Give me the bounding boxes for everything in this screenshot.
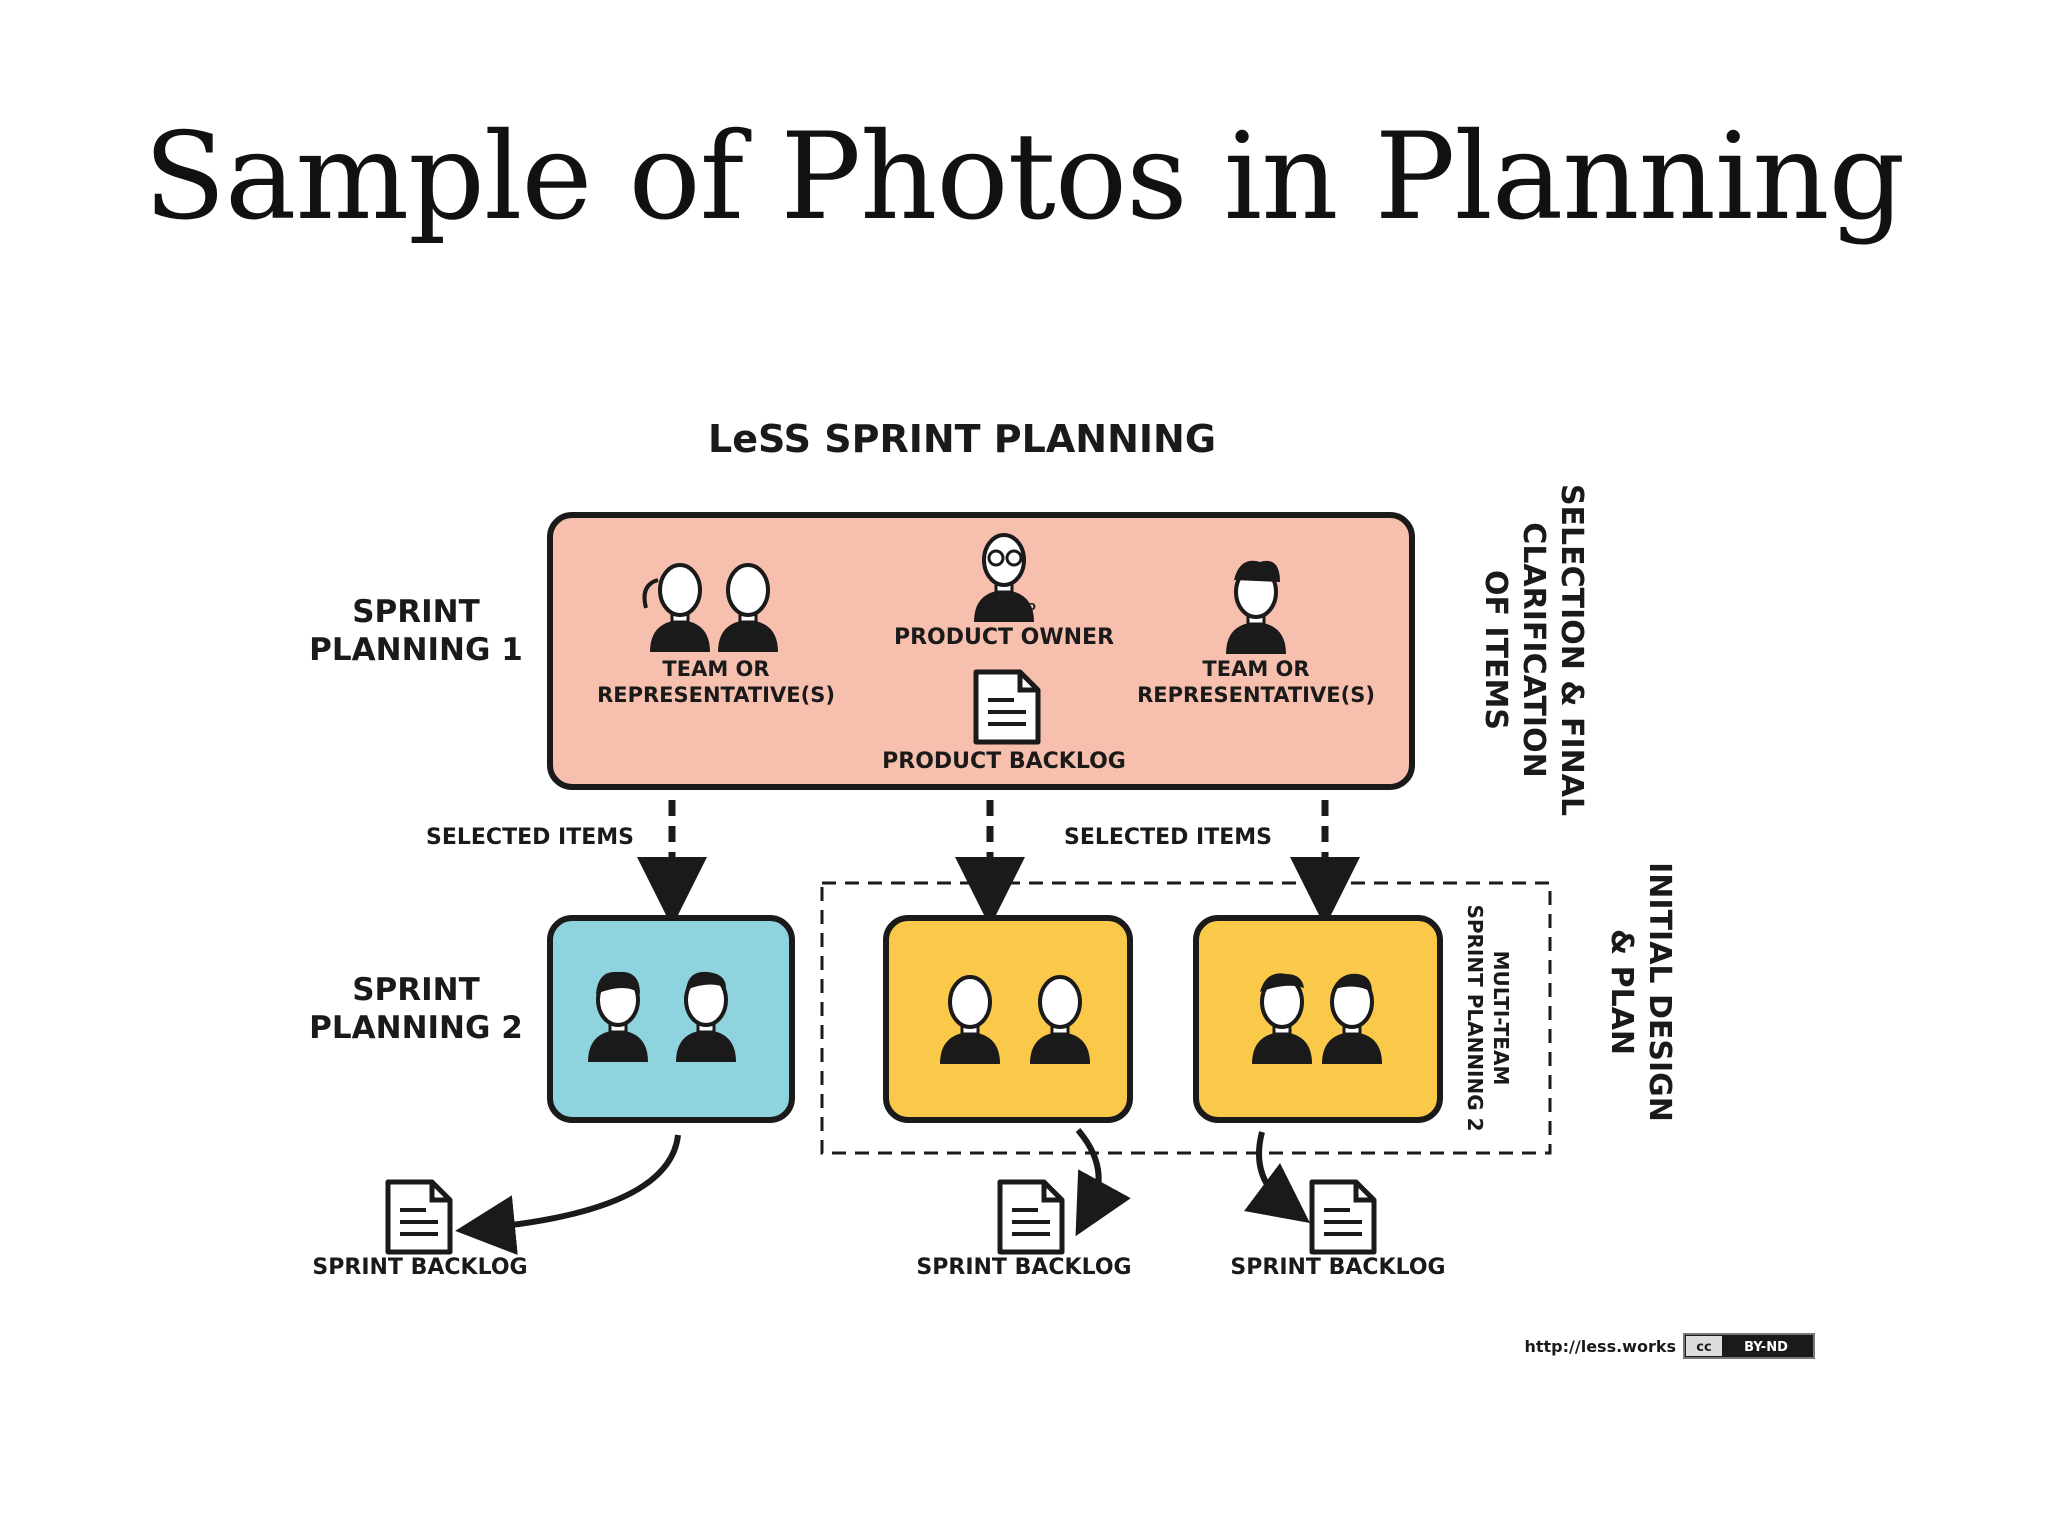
sprint-backlog-label-2: SPRINT BACKLOG	[916, 1255, 1131, 1280]
left-team-label-line1: TEAM OR	[662, 657, 769, 681]
team-member-icon	[674, 971, 738, 1064]
team-member-icon	[1250, 973, 1314, 1066]
diagram-title: LeSS SPRINT PLANNING	[708, 417, 1216, 461]
row-label-planning2-line2: PLANNING 2	[309, 1010, 523, 1046]
multi-team-label: MULTI-TEAM SPRINT PLANNING 2	[1463, 904, 1513, 1131]
single-team-box	[547, 915, 795, 1123]
sprint-backlog-label-1: SPRINT BACKLOG	[312, 1255, 527, 1280]
selected-items-label-right: SELECTED ITEMS	[1064, 825, 1272, 850]
slide-title: Sample of Photos in Planning	[143, 108, 1906, 247]
multi-team-box-2	[1193, 915, 1443, 1123]
sprint-backlog-document-icon	[388, 1182, 450, 1252]
side-label-design: INITIAL DESIGN & PLAN	[1604, 862, 1677, 1122]
license-text: BY-ND	[1744, 1340, 1788, 1355]
product-backlog-label: PRODUCT BACKLOG	[882, 749, 1126, 774]
sprint-backlog-document-icon	[1000, 1182, 1062, 1252]
left-team-label-line2: REPRESENTATIVE(S)	[597, 683, 835, 707]
license-cc-text: cc	[1696, 1340, 1711, 1355]
to-sprint-backlog-arrow	[1243, 1131, 1310, 1224]
team-member-icon	[586, 971, 650, 1064]
row-label-planning1-line1: SPRINT	[352, 594, 480, 630]
side-label-selection-line1: SELECTION & FINAL	[1554, 484, 1589, 816]
product-owner-label: PRODUCT OWNER	[894, 625, 1114, 650]
side-label-selection-line2: CLARIFICATION	[1516, 522, 1551, 777]
selected-items-label-left: SELECTED ITEMS	[426, 825, 634, 850]
to-sprint-backlog-arrow	[1075, 1128, 1131, 1237]
multi-team-label-line2: SPRINT PLANNING 2	[1463, 904, 1487, 1131]
multi-team-label-line1: MULTI-TEAM	[1489, 951, 1513, 1086]
license-cc-icon	[1686, 1336, 1722, 1356]
team-member-icon	[1320, 973, 1384, 1066]
sprint-backlog-label-3: SPRINT BACKLOG	[1230, 1255, 1445, 1280]
footer-url: http://less.works	[1524, 1337, 1676, 1356]
row-label-planning1-line2: PLANNING 1	[309, 632, 523, 668]
multi-team-boundary	[820, 881, 1552, 1155]
side-label-design-line2: & PLAN	[1604, 929, 1639, 1055]
right-team-label-line1: TEAM OR	[1202, 657, 1309, 681]
product-owner-icon	[972, 533, 1036, 624]
right-team-label-line2: REPRESENTATIVE(S)	[1137, 683, 1375, 707]
sprint-backlog-document-icon	[1312, 1182, 1374, 1252]
row-label-planning2-line1: SPRINT	[352, 972, 480, 1008]
side-label-selection-line3: OF ITEMS	[1478, 570, 1513, 730]
multi-team-box-1	[883, 915, 1133, 1123]
team-member-icon	[1224, 560, 1288, 656]
to-sprint-backlog-arrow	[455, 1134, 681, 1255]
product-backlog-document-icon	[976, 672, 1038, 742]
po-badge: PO	[1020, 602, 1036, 613]
side-label-design-line1: INITIAL DESIGN	[1642, 862, 1677, 1122]
side-label-selection: SELECTION & FINAL CLARIFICATION OF ITEMS	[1478, 484, 1589, 816]
team-member-icon	[642, 563, 712, 654]
